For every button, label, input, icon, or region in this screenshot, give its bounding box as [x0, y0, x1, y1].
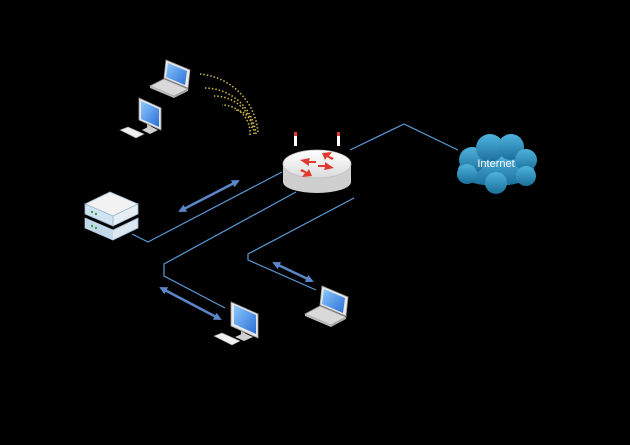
- traffic-arrow-desktop: [159, 286, 222, 321]
- laptop-top: [149, 59, 191, 98]
- network-links: [131, 123, 459, 309]
- wifi-signal-icon: [199, 73, 259, 136]
- traffic-arrow-laptop: [272, 261, 314, 283]
- desktop-bottom: [213, 301, 259, 346]
- link-router-internet: [349, 123, 459, 151]
- server: [84, 191, 139, 241]
- wireless-router: [282, 132, 352, 193]
- traffic-arrow-server: [178, 179, 240, 213]
- link-router-server: [131, 171, 283, 243]
- wireless-router-icon: [282, 132, 352, 193]
- desktop-computer-icon: [119, 97, 162, 139]
- laptop-icon: [304, 285, 349, 327]
- cloud-icon: [457, 134, 537, 194]
- laptop-bottom: [304, 285, 349, 327]
- internet-label: Internet: [477, 158, 514, 170]
- desktop-computer-icon: [213, 301, 259, 346]
- server-icon: [84, 191, 139, 241]
- desktop-top: [119, 97, 162, 139]
- traffic-arrows: [159, 179, 314, 321]
- laptop-icon: [149, 59, 191, 98]
- internet-cloud: Internet: [457, 134, 537, 194]
